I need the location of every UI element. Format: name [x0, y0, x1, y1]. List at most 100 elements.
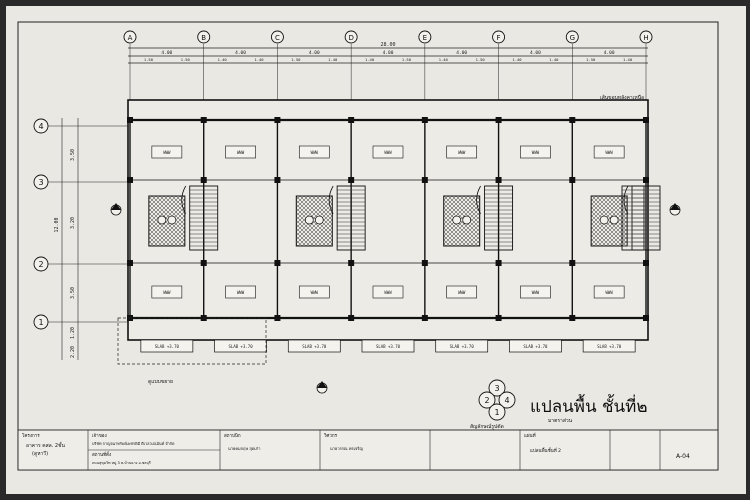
room-tag: WWW — [237, 150, 245, 155]
bay-dimension: 4.00 — [456, 50, 467, 56]
section-key-symbol: 3 2 4 1 — [478, 379, 516, 421]
slab-label: SLAB +3.70 — [597, 344, 622, 349]
sub-dimension: 1.40 — [439, 57, 449, 62]
scale-note: มาตราส่วน — [548, 418, 573, 424]
bathroom-core — [295, 195, 333, 247]
tb-engineer-name: นายวรรณ พรเจริญ — [330, 446, 363, 451]
bay-dimension: 4.00 — [309, 50, 320, 56]
column-post — [569, 315, 576, 321]
tb-drawing-title: แปลนพื้นชั้นที่ 2 — [530, 447, 561, 454]
column-post — [421, 117, 428, 123]
column-post — [421, 177, 428, 183]
room-tag-box — [593, 145, 625, 159]
room-tag-box — [520, 145, 551, 159]
bay-dimension: 4.00 — [161, 50, 172, 56]
column-post — [127, 260, 133, 266]
room-tag: WWW — [458, 150, 466, 155]
tb-project-name: อาคาร คสล. 2ชั้น — [26, 440, 65, 449]
column-post — [421, 315, 428, 321]
slab-label: SLAB +3.70 — [523, 344, 548, 349]
column-post — [274, 315, 281, 321]
bay-dimension: 4.00 — [235, 50, 246, 56]
tb-project-label: โครงการ — [22, 432, 40, 439]
tb-engineer-label: วิศวกร — [324, 433, 338, 439]
room-tag-box — [151, 145, 183, 159]
column-post — [348, 177, 355, 183]
bathroom-core — [590, 195, 628, 247]
column-bubble — [123, 30, 137, 44]
row-label-4: 4 — [38, 122, 43, 131]
tb-location-label: สถานที่ตั้ง — [92, 451, 111, 458]
sub-dimension: 1.40 — [328, 57, 338, 62]
room-tag: WWW — [311, 290, 319, 295]
bay-dimension: 4.00 — [604, 50, 615, 56]
toilet-fixture — [167, 215, 177, 225]
column-label: D — [348, 34, 353, 42]
bay-dimension: 4.00 — [383, 50, 394, 56]
sub-dimension: 1.40 — [549, 57, 559, 62]
sub-dimension: 1.50 — [181, 57, 191, 62]
room-tag: WWW — [606, 150, 614, 155]
column-post — [643, 260, 649, 266]
row-grid: 4 3 2 1 12.00 3.50 3.20 3.50 1.20 2.20 — [33, 118, 128, 360]
section-marker-bottom — [316, 381, 328, 394]
toilet-fixture — [452, 215, 462, 225]
door-swing — [181, 185, 187, 215]
row-label-2: 2 — [38, 260, 43, 269]
sub-dimension: 1.50 — [476, 57, 486, 62]
room-tag: WWW — [163, 150, 171, 155]
section-key-3: 3 — [494, 384, 499, 393]
row-dim-4: 1.20 — [70, 327, 76, 339]
column-post — [495, 315, 502, 321]
title-block: โครงการ อาคาร คสล. 2ชั้น (ดูหาวี) เจ้าขอ… — [17, 429, 719, 471]
room-tag: WWW — [532, 290, 540, 295]
tb-owner-name: บริษัท กาญจนาทรัพย์เพชรพิมี ดีเวลวเปเม้น… — [92, 441, 175, 446]
total-depth: 12.00 — [54, 217, 60, 232]
slab-label: SLAB +3.70 — [302, 344, 327, 349]
column-label: C — [275, 34, 280, 42]
row-label-1: 1 — [38, 318, 43, 327]
tb-project-sub: (ดูหาวี) — [32, 450, 48, 457]
sub-dimension: 1.50 — [402, 57, 412, 62]
slab-label: SLAB +3.70 — [376, 344, 401, 349]
column-post — [495, 177, 502, 183]
column-bubble — [197, 30, 211, 44]
column-label: G — [570, 34, 575, 42]
tb-designer-label: สถาปนิก — [224, 433, 241, 439]
section-marker-right — [669, 203, 681, 216]
section-key-1: 1 — [494, 408, 499, 417]
column-bubble — [418, 30, 432, 44]
row-dim-3: 3.50 — [70, 287, 76, 299]
column-post — [569, 260, 576, 266]
row-label-3: 3 — [38, 178, 43, 187]
toilet-fixture — [609, 215, 619, 225]
room-tag-box — [520, 285, 551, 299]
room-tag-box — [298, 285, 330, 299]
column-post — [643, 177, 649, 183]
column-post — [569, 117, 576, 123]
section-marker-left — [110, 203, 122, 216]
sub-dimension: 1.50 — [144, 57, 154, 62]
door-swing — [476, 185, 481, 215]
column-post — [274, 117, 281, 123]
tb-designer-name: นายคมกฤษ สุดเก๋า — [228, 446, 260, 452]
column-label: F — [497, 34, 501, 42]
tb-location-text: ถนนสุขุมวิท หมู่ 3 ต.บ้านฉาง อ.ชลบุรี — [92, 460, 151, 466]
column-post — [348, 117, 355, 123]
tb-drawing-label: แผ่นที่ — [524, 432, 536, 439]
column-post — [348, 315, 355, 321]
room-tag-box — [298, 145, 330, 159]
room-tag-box — [446, 145, 478, 159]
column-post — [127, 177, 133, 183]
column-bubble — [492, 30, 506, 44]
row-dim-2: 3.20 — [70, 217, 76, 229]
slab-box — [582, 339, 636, 353]
room-tag-box — [151, 285, 183, 299]
column-label: H — [643, 34, 648, 42]
toilet-fixture — [304, 215, 314, 225]
column-bubble — [639, 30, 653, 44]
column-post — [569, 177, 576, 183]
sub-dimension: 1.40 — [512, 57, 522, 62]
